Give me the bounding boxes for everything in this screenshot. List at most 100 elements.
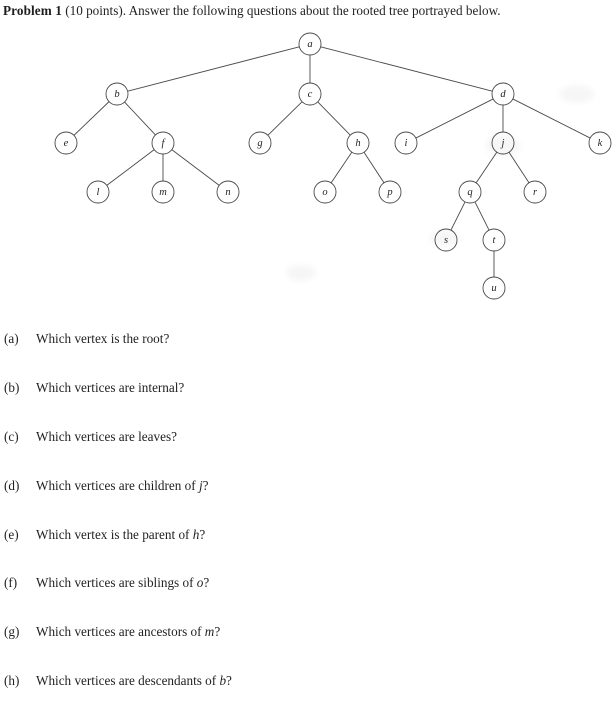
tree-node-label-i: i [405, 138, 408, 149]
question-text: Which vertices are descendants of b? [36, 672, 232, 689]
question-text-body: Which vertices are internal? [36, 379, 185, 395]
question-text-body: Which vertices are ancestors of [36, 624, 205, 640]
tree-node-label-l: l [97, 187, 100, 198]
question-text: Which vertices are siblings of o? [36, 574, 209, 591]
tree-node-circle-u [482, 276, 506, 300]
tree-edge-c-g [267, 101, 303, 136]
question-text-body: Which vertices are siblings of [36, 575, 197, 591]
tree-node-circle-e [54, 131, 78, 155]
tree-node-circle-m [151, 180, 175, 204]
problem-heading: Problem 1 (10 points). Answer the follow… [3, 3, 613, 19]
tree-node-label-t: t [493, 235, 497, 246]
question-marker: (g) [4, 624, 20, 640]
question-text-body: Which vertex is the root? [36, 331, 170, 346]
question-marker: (e) [4, 526, 19, 542]
tree-node-label-k: k [598, 138, 603, 149]
tree-node-c: c [298, 82, 322, 106]
question-text: Which vertex is the parent of h? [36, 526, 205, 543]
tree-edge-d-i [415, 98, 494, 139]
question-marker: (h) [4, 673, 20, 689]
question-text-body: Which vertices are descendants of [36, 673, 220, 689]
tree-node-label-g: g [257, 138, 262, 149]
tree-node-k: k [588, 131, 612, 155]
question-text-body: Which vertices are children of [36, 477, 199, 493]
tree-node-j: j [491, 131, 515, 155]
question-variable: o [196, 575, 204, 591]
question-text-tail: ? [202, 477, 209, 493]
tree-node-circle-a [298, 32, 322, 56]
question-item-e: (e) Which vertex is the parent of h? [0, 518, 616, 567]
tree-node-q: q [458, 180, 482, 204]
tree-edge-f-l [106, 149, 155, 186]
tree-edge-c-h [317, 101, 351, 136]
tree-node-label-q: q [467, 187, 472, 198]
question-item-b: (b) Which vertices are internal? [0, 371, 616, 420]
question-list: (a)Which vertex is the root? (b) Which ver… [0, 322, 616, 713]
question-variable: m [204, 624, 215, 640]
tree-node-t: t [482, 228, 506, 252]
tree-edge-q-s [450, 201, 466, 231]
tree-node-circle-k [588, 131, 612, 155]
tree-node-o: o [313, 180, 337, 204]
tree-node-label-m: m [159, 187, 167, 198]
tree-node-label-e: e [64, 138, 69, 149]
question-item-a: (a)Which vertex is the root? [0, 322, 616, 371]
tree-edge-j-q [475, 151, 498, 184]
tree-node-f: f [151, 131, 175, 155]
tree-edge-group [73, 46, 591, 277]
tree-node-label-h: h [355, 138, 360, 149]
tree-edge-h-p [363, 151, 385, 184]
tree-node-circle-p [378, 180, 402, 204]
tree-edge-b-f [124, 101, 156, 136]
tree-edge-d-k [512, 98, 591, 139]
question-text: Which vertex is the root? [36, 330, 169, 347]
question-text-body: Which vertex is the parent of [36, 526, 193, 542]
question-text-body: Which vertices are leaves? [36, 428, 177, 444]
tree-node-p: p [378, 180, 402, 204]
question-text-tail: ? [203, 575, 210, 591]
tree-node-circle-n [216, 180, 240, 204]
tree-node-label-b: b [114, 89, 119, 100]
question-item-f: (f)Which vertices are siblings of o? [0, 566, 616, 615]
tree-node-circle-o [313, 180, 337, 204]
tree-node-circle-h [346, 131, 370, 155]
question-marker: (c) [4, 428, 19, 444]
tree-node-circle-r [523, 180, 547, 204]
tree-node-label-a: a [307, 39, 312, 50]
tree-node-label-j: j [500, 138, 505, 149]
tree-node-circle-j [491, 131, 515, 155]
tree-node-h: h [346, 131, 370, 155]
tree-node-m: m [151, 180, 175, 204]
tree-node-label-r: r [533, 187, 538, 198]
tree-node-r: r [523, 180, 547, 204]
question-text: Which vertices are ancestors of m? [36, 623, 220, 640]
tree-edge-f-n [171, 149, 220, 186]
question-marker: (b) [4, 379, 20, 395]
tree-node-circle-d [491, 82, 515, 106]
tree-node-circle-g [248, 131, 272, 155]
tree-node-l: l [86, 180, 110, 204]
tree-edge-b-e [73, 101, 110, 136]
tree-node-label-p: p [386, 187, 392, 198]
tree-node-circle-l [86, 180, 110, 204]
tree-node-i: i [394, 131, 418, 155]
tree-node-label-d: d [500, 89, 506, 100]
tree-node-g: g [248, 131, 272, 155]
tree-edge-a-b [127, 46, 300, 92]
question-item-g: (g) Which vertices are ancestors of m? [0, 615, 616, 664]
tree-node-label-c: c [308, 89, 313, 100]
tree-node-b: b [105, 82, 129, 106]
question-variable: j [198, 477, 203, 493]
tree-node-n: n [216, 180, 240, 204]
question-text: Which vertices are internal? [36, 379, 184, 396]
tree-node-s: s [434, 228, 458, 252]
tree-edge-q-t [474, 201, 490, 231]
question-item-c: (c) Which vertices are leaves? [0, 420, 616, 469]
question-text: Which vertices are children of j? [36, 477, 208, 494]
question-variable: b [219, 673, 227, 689]
question-text-tail: ? [226, 673, 232, 689]
question-item-h: (h) Which vertices are descendants of b? [0, 664, 616, 713]
tree-node-d: d [491, 82, 515, 106]
question-marker: (d) [4, 477, 20, 493]
